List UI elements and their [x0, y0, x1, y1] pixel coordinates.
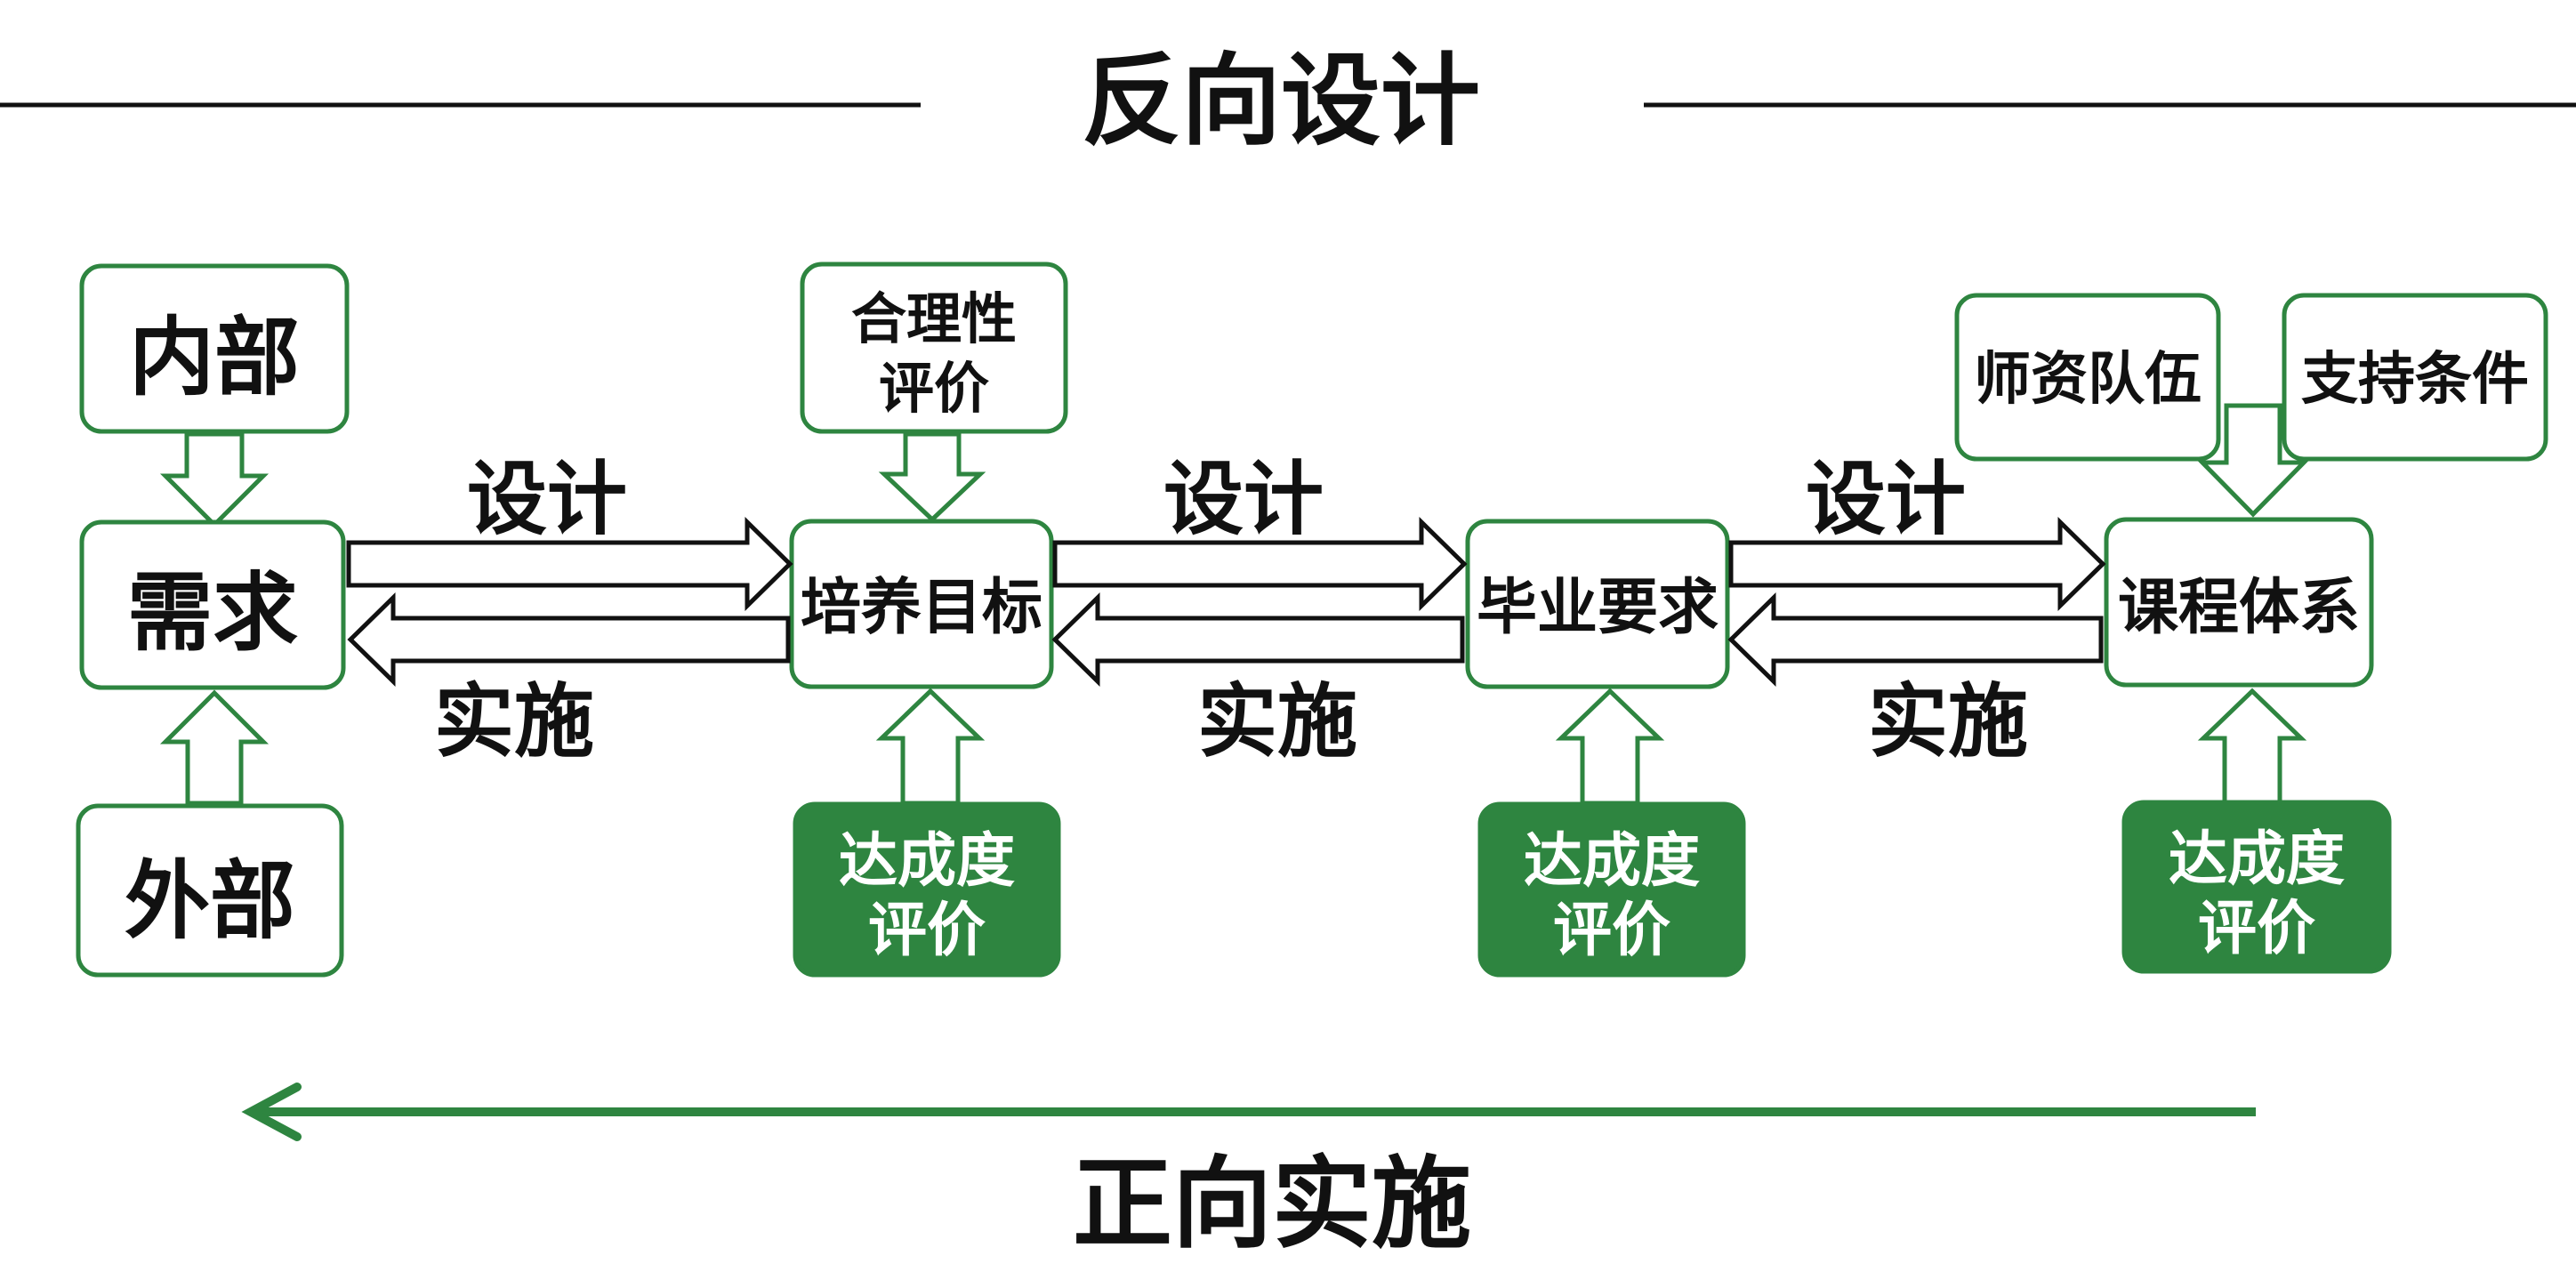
graduation-label: 毕业要求	[1477, 573, 1719, 643]
design-arrow-1	[346, 517, 793, 611]
objectives-box: 培养目标	[789, 519, 1054, 689]
implement-label-3: 实施	[1868, 675, 2028, 769]
design-label-1: 设计	[467, 453, 627, 546]
external-to-demand-arrow	[159, 689, 270, 806]
rationality-eval-box: 合理性 评价	[800, 262, 1068, 434]
curriculum-label: 课程体系	[2118, 573, 2360, 643]
faculty-box: 师资队伍	[1954, 293, 2221, 462]
implement-arrow-3	[1727, 592, 2104, 687]
rationality-eval-line2: 评价	[879, 356, 989, 421]
curriculum-eval-arrow	[2197, 688, 2307, 806]
implement-label-1: 实施	[434, 675, 594, 769]
objectives-eval-line2: 评价	[868, 896, 986, 964]
curriculum-eval-line1: 达成度	[2169, 825, 2345, 893]
diagram-footer: 正向实施	[1073, 1147, 1471, 1262]
curriculum-box: 课程体系	[2104, 517, 2374, 688]
demand-box: 需求	[79, 519, 346, 690]
rationality-eval-line1: 合理性	[851, 286, 1017, 351]
internal-to-demand-arrow	[159, 431, 270, 528]
faculty-label: 师资队伍	[1974, 347, 2202, 413]
internal-label: 内部	[129, 308, 300, 407]
graduation-eval-line1: 达成度	[1524, 826, 1700, 895]
graduation-eval-box: 达成度 评价	[1477, 801, 1746, 978]
forward-implementation-arrowhead	[241, 1083, 302, 1141]
design-arrow-2	[1052, 517, 1468, 611]
external-box: 外部	[76, 803, 344, 978]
external-label: 外部	[125, 851, 295, 951]
design-label-2: 设计	[1163, 453, 1324, 546]
objectives-eval-box: 达成度 评价	[793, 801, 1061, 978]
curriculum-eval-box: 达成度 评价	[2121, 800, 2392, 974]
implement-arrow-1	[347, 592, 791, 687]
objectives-eval-line1: 达成度	[839, 826, 1015, 895]
supports-to-curriculum-arrow	[2197, 403, 2309, 518]
diagram-title: 反向设计	[1082, 44, 1480, 159]
curriculum-eval-line2: 评价	[2198, 894, 2315, 962]
objectives-label: 培养目标	[801, 573, 1042, 643]
internal-box: 内部	[79, 263, 350, 434]
rationality-to-objectives-arrow	[878, 431, 986, 523]
graduation-box: 毕业要求	[1465, 519, 1730, 689]
implement-label-2: 实施	[1197, 675, 1357, 769]
design-label-3: 设计	[1806, 453, 1966, 546]
objectives-eval-arrow	[875, 688, 986, 806]
conditions-box: 支持条件	[2282, 293, 2548, 462]
conditions-label: 支持条件	[2301, 347, 2529, 413]
design-arrow-3	[1728, 517, 2106, 611]
implement-arrow-2	[1051, 592, 1465, 687]
graduation-eval-arrow	[1555, 688, 1665, 806]
demand-label: 需求	[127, 563, 298, 663]
graduation-eval-line2: 评价	[1553, 896, 1670, 964]
